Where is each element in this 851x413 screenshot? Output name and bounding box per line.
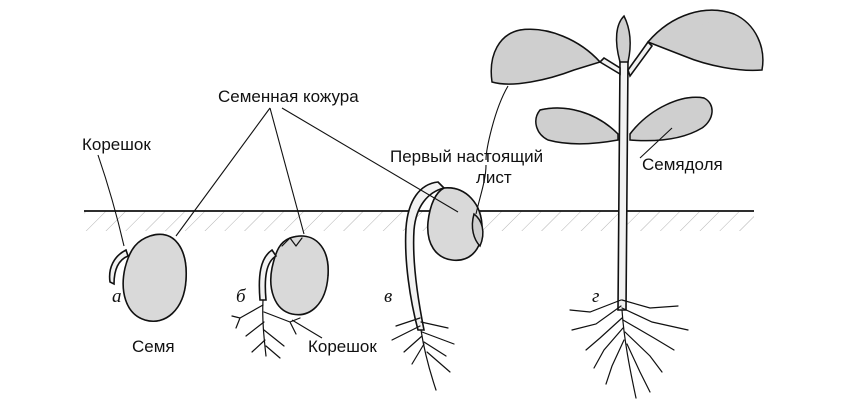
soil — [84, 210, 754, 231]
label-seed: Семя — [132, 337, 175, 356]
leader-lines — [97, 85, 673, 339]
stage-a-seed — [108, 233, 187, 322]
stage-b-seed — [231, 235, 329, 359]
label-first-true-leaf-line1: Первый настоящий — [390, 147, 543, 166]
stage-letter-a: а — [112, 286, 122, 307]
stage-g-plant — [490, 9, 764, 399]
label-seed-coat: Семенная кожура — [218, 87, 359, 106]
label-cotyledon: Семядоля — [642, 155, 723, 174]
label-root-a: Корешок — [82, 135, 151, 154]
stage-v-seedling — [391, 181, 484, 391]
label-first-true-leaf-line2: лист — [476, 168, 512, 187]
stage-letter-b: б — [236, 286, 247, 307]
stage-letter-g: г — [592, 286, 599, 307]
stage-letter-v: в — [384, 286, 392, 307]
label-root-b: Корешок — [308, 337, 377, 356]
